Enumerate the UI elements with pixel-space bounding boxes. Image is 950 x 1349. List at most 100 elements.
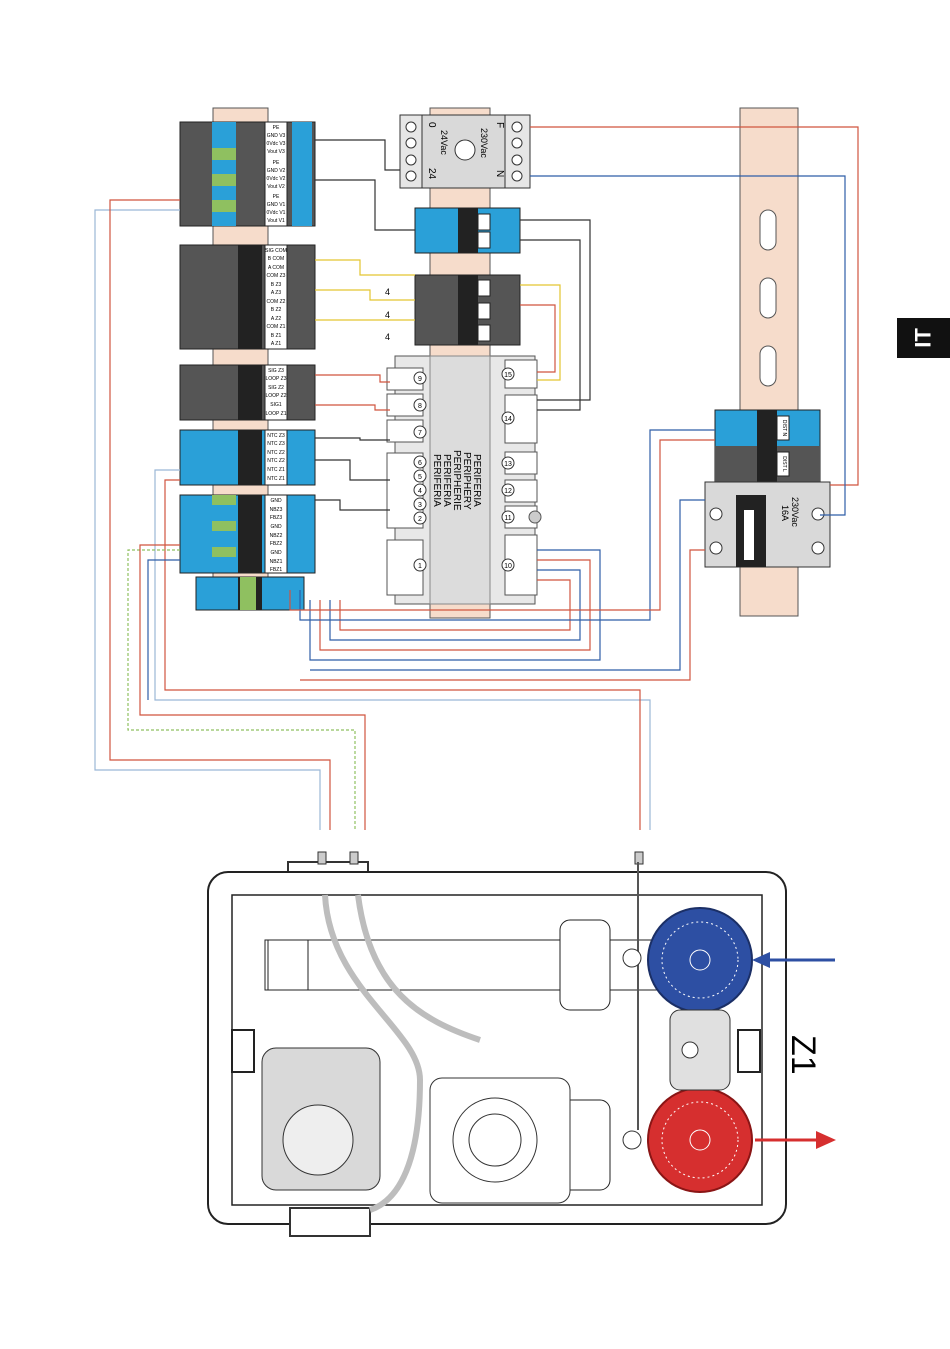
connector-number: 7	[418, 430, 422, 437]
terminal-block-pump-feedback-labels: GND NBZ3 FBZ3 GND NBZ2 FBZ2 GND NBZ1 FBZ…	[270, 498, 283, 573]
tb2-label: B Z3	[271, 282, 282, 288]
tb3-label: LOOP Z3	[265, 376, 286, 382]
connector-number: 8	[418, 403, 422, 410]
connector-number: 1	[418, 563, 422, 570]
terminal-block-bottom	[195, 576, 305, 611]
circulation-pump	[429, 1077, 571, 1204]
tb5-label: NBZ3	[270, 507, 283, 513]
terminal-block-signals-labels: SIG Z3 LOOP Z3 SIG Z2 LOOP Z2 SIG1 LOOP …	[265, 368, 286, 417]
tb4-label: NTC Z3	[267, 441, 285, 447]
tb1-label: PE	[273, 160, 280, 166]
tb1-label: 0Vdc V1	[267, 210, 286, 216]
connector-number: 9	[418, 376, 422, 383]
tb2-label: SIG COM	[265, 248, 287, 254]
tb3-label: LOOP Z2	[265, 393, 286, 399]
periphery-label: PERIFERIA	[471, 454, 482, 507]
tb2-label: A Z3	[271, 290, 282, 296]
tb1-label: GND V1	[267, 202, 286, 208]
language-tab-label: IT	[910, 328, 936, 348]
tb3-label: SIG Z3	[268, 368, 284, 374]
tb2-label: B Z2	[271, 307, 282, 313]
tb5-label: NBZ2	[270, 533, 283, 539]
connector-number: 2	[418, 516, 422, 523]
tb1-label: Vout V3	[267, 149, 285, 155]
dist-n-label: DIST N	[781, 420, 787, 437]
tb3-label: SIG Z2	[268, 385, 284, 391]
breaker-voltage: 230Vac	[790, 497, 800, 527]
wire-count-label: 4	[385, 332, 390, 342]
tb4-label: NTC Z3	[267, 433, 285, 439]
controller-module: PERIFERIA PERIPHERY PERIPHERIE PERIFERIA…	[386, 355, 542, 605]
tb5-label: GND	[270, 498, 282, 504]
tb1-label: PE	[273, 194, 280, 200]
blue-valve-knob	[647, 907, 753, 1013]
terminal-block-ntc-labels: NTC Z3 NTC Z3 NTC Z2 NTC Z2 NTC Z1 NTC Z…	[267, 433, 285, 482]
tb1-label: Vout V2	[267, 184, 285, 190]
circuit-breaker: 230Vac 16A	[704, 481, 831, 568]
tb1-label: PE	[273, 125, 280, 131]
connector-number: 11	[504, 515, 511, 522]
tb2-label: B Z1	[271, 333, 282, 339]
terminal-block-outputs-labels: PE GND V3 0Vdc V3 Vout V3 PE GND V2 0Vdc…	[267, 125, 286, 224]
periphery-label: PERIPHERY	[461, 452, 472, 510]
flow-arrow-in	[752, 952, 835, 968]
temperature-probe	[622, 862, 642, 1150]
tb5-label: FBZ2	[270, 541, 282, 547]
zone-label: Z1	[784, 1035, 822, 1075]
connector-number: 14	[504, 416, 512, 423]
tb5-label: NBZ1	[270, 559, 283, 565]
transformer-label-f: F	[494, 122, 505, 128]
tb2-label: COM Z1	[267, 324, 286, 330]
tb4-label: NTC Z2	[267, 458, 285, 464]
periphery-label: PERIFERIA	[431, 454, 442, 507]
connector-number: 4	[418, 488, 422, 495]
tb4-label: NTC Z1	[267, 467, 285, 473]
transformer-label-n: N	[494, 170, 505, 177]
tb5-label: FBZ1	[270, 567, 282, 573]
periphery-label: PERIPHERIE	[451, 450, 462, 511]
tb1-label: 0Vdc V2	[267, 176, 286, 182]
tb2-label: B COM	[268, 256, 284, 262]
flexible-cables	[322, 894, 481, 1213]
tb4-label: NTC Z1	[267, 476, 285, 482]
terminal-block-zone-valves-labels: SIG COM B COM A COM COM Z3 B Z3 A Z3 COM…	[265, 248, 287, 347]
tb2-label: A COM	[268, 265, 284, 271]
periphery-label: PERIFERIA	[441, 454, 452, 507]
right-terminal-block: DIST N DIST L	[714, 409, 821, 483]
tb5-label: GND	[270, 550, 282, 556]
wires	[94, 126, 859, 830]
tb2-label: A Z1	[271, 341, 282, 347]
connector-number: 3	[418, 502, 422, 509]
terminal-block-pump-feedback	[179, 494, 316, 574]
tb2-label: COM Z3	[267, 273, 286, 279]
tb1-label: GND V2	[267, 168, 286, 174]
dist-l-label: DIST L	[781, 456, 787, 472]
tb3-label: SIG1	[270, 402, 282, 408]
tb1-label: 0Vdc V3	[267, 141, 286, 147]
tb1-label: Vout V1	[267, 218, 285, 224]
tb2-label: COM Z2	[267, 299, 286, 305]
terminal-block-signals	[179, 364, 316, 421]
terminal-block-zone-valves	[179, 244, 316, 350]
breaker-current: 16A	[780, 505, 790, 521]
transformer-secondary: 24Vac	[439, 130, 449, 155]
transformer: F 0 N 24 230Vac 24Vac	[399, 114, 531, 189]
connector-number: 6	[418, 460, 422, 467]
tb5-label: GND	[270, 524, 282, 530]
tb5-label: FBZ3	[270, 515, 282, 521]
terminal-block-outputs	[179, 121, 316, 227]
connector-number: 5	[418, 474, 422, 481]
actuator-motor	[261, 1047, 381, 1191]
wire-count-label: 4	[385, 310, 390, 320]
tb1-label: GND V3	[267, 133, 286, 139]
transformer-label-24: 24	[426, 168, 437, 180]
tb4-label: NTC Z2	[267, 450, 285, 456]
wire-count-markers: 4 4 4	[385, 287, 390, 342]
language-tab: IT	[897, 318, 950, 358]
tb3-label: LOOP Z1	[265, 411, 286, 417]
center-terminal-block-mid	[414, 274, 521, 346]
connector-numbers: 15 14 13 12 11 10 9 8 7 6 5 4 3 2 1	[413, 367, 515, 572]
red-valve-knob	[647, 1087, 753, 1193]
